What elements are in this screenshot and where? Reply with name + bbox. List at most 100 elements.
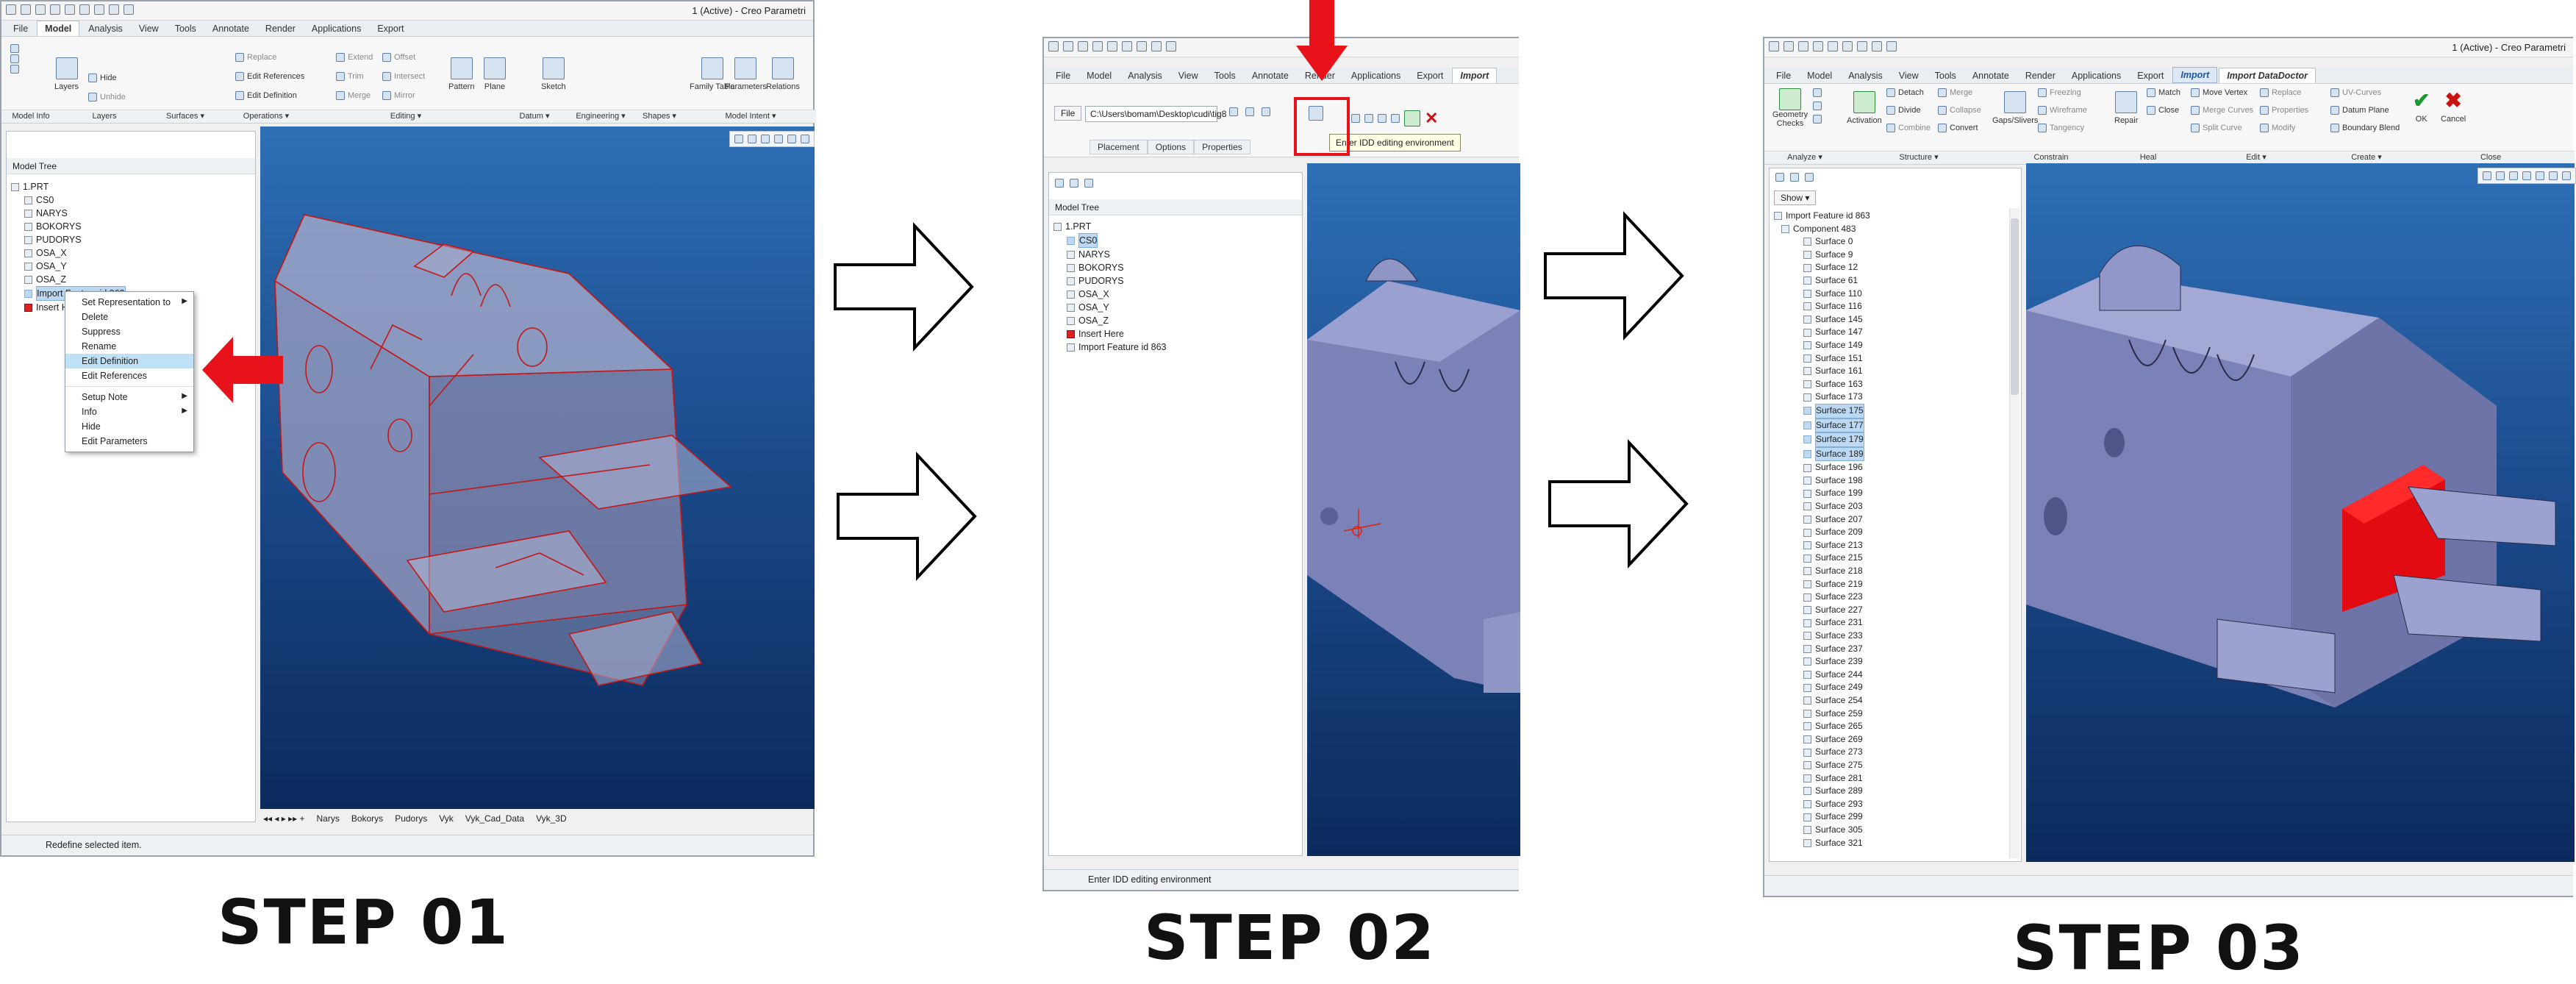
menu-edit-parameters[interactable]: Edit Parameters <box>82 436 148 446</box>
tree-item-surface[interactable]: Surface 199 <box>1774 487 2017 500</box>
tab-tools[interactable]: Tools <box>174 24 196 34</box>
tab-model[interactable]: Model <box>37 21 80 36</box>
display-style-icon[interactable] <box>801 135 809 143</box>
zoom-out-icon[interactable] <box>2496 171 2505 180</box>
properties-button[interactable]: Properties <box>2260 106 2308 115</box>
tree-item-insert-here[interactable]: Insert Here <box>1053 327 1298 341</box>
tab-render[interactable]: Render <box>2025 71 2056 81</box>
tree-columns-icon[interactable] <box>1805 173 1814 182</box>
edit-references-button[interactable]: Edit References <box>235 72 304 81</box>
tree-item-surface[interactable]: Surface 145 <box>1774 313 2017 327</box>
tree-item-surface[interactable]: Surface 179 <box>1774 432 2017 447</box>
tree-item[interactable]: CS0 <box>11 193 251 207</box>
intersect-button[interactable]: Intersect <box>382 72 425 81</box>
tab-view[interactable]: View <box>1898 71 1919 81</box>
cancel-button[interactable]: ✖Cancel <box>2441 90 2466 124</box>
tree-item[interactable]: BOKORYS <box>11 220 251 233</box>
match-button[interactable]: Match <box>2147 88 2180 97</box>
sketch-button[interactable]: Sketch <box>541 57 566 91</box>
tree-item[interactable]: PUDORYS <box>11 233 251 246</box>
show-button[interactable]: Show ▾ <box>1774 190 1817 205</box>
zoom-in-icon[interactable] <box>734 135 743 143</box>
layers-button[interactable]: Layers <box>54 57 79 91</box>
tree-item-surface[interactable]: Surface 9 <box>1774 249 2017 262</box>
file-button[interactable]: File <box>1054 106 1082 121</box>
tree-item-surface[interactable]: Surface 12 <box>1774 261 2017 274</box>
tree-item[interactable]: NARYS <box>11 207 251 220</box>
uv-curves-button[interactable]: UV-Curves <box>2330 88 2381 97</box>
tree-item-surface[interactable]: Surface 273 <box>1774 746 2017 759</box>
zoom-out-icon[interactable] <box>748 135 756 143</box>
orient-icon[interactable] <box>774 135 783 143</box>
convert-button[interactable]: Convert <box>1938 124 1978 132</box>
orient-icon[interactable] <box>2522 171 2531 180</box>
tab-import[interactable]: Import <box>1452 68 1498 83</box>
refit-icon[interactable] <box>2509 171 2518 180</box>
idd-button[interactable] <box>1309 106 1323 121</box>
tree-item-surface[interactable]: Surface 151 <box>1774 352 2017 366</box>
tree-item-surface[interactable]: Surface 237 <box>1774 643 2017 656</box>
geometry-checks-button[interactable]: Geometry Checks <box>1770 88 1810 128</box>
tree-item-surface[interactable]: Surface 244 <box>1774 669 2017 682</box>
tree-item-surface[interactable]: Surface 289 <box>1774 785 2017 798</box>
tab-file[interactable]: File <box>1056 71 1071 81</box>
sheet-tab[interactable]: Vyk_Cad_Data <box>465 813 525 824</box>
ok-button[interactable]: ✔OK <box>2413 90 2430 124</box>
comment-icon[interactable] <box>1245 107 1254 116</box>
tree-item[interactable]: 1.PRT <box>11 180 251 193</box>
activation-button[interactable]: Activation <box>1847 91 1882 125</box>
tree-item-surface[interactable]: Surface 227 <box>1774 604 2017 617</box>
group-datum[interactable]: Datum ▾ <box>501 110 568 123</box>
tree-item-surface[interactable]: Surface 259 <box>1774 707 2017 721</box>
gaps-slivers-button[interactable]: Gaps/Slivers <box>1992 91 2038 125</box>
info-icon[interactable] <box>10 65 19 74</box>
tree-item-surface[interactable]: Surface 233 <box>1774 630 2017 643</box>
trim-button[interactable]: Trim <box>336 72 364 81</box>
tree-item[interactable]: NARYS <box>1053 248 1298 261</box>
tangency-button[interactable]: Tangency <box>2038 124 2084 132</box>
tree-item-surface[interactable]: Surface 254 <box>1774 694 2017 707</box>
group-operations[interactable]: Operations ▾ <box>222 110 310 123</box>
tab-view[interactable]: View <box>1178 71 1198 81</box>
tree-item-surface[interactable]: Surface 215 <box>1774 552 2017 565</box>
offset-button[interactable]: Offset <box>382 53 415 62</box>
tree-item-surface[interactable]: Surface 198 <box>1774 474 2017 488</box>
checkmark-icon[interactable] <box>1404 110 1420 126</box>
tree-item-surface[interactable]: Surface 149 <box>1774 339 2017 352</box>
tree-item[interactable]: OSA_X <box>11 246 251 260</box>
tab-file[interactable]: File <box>1776 71 1792 81</box>
tree-item-surface[interactable]: Surface 161 <box>1774 365 2017 378</box>
plane-button[interactable]: Plane <box>484 57 506 91</box>
extend-button[interactable]: Extend <box>336 53 373 62</box>
repair-button[interactable]: Repair <box>2114 91 2138 125</box>
tree-item-surface[interactable]: Surface 163 <box>1774 378 2017 391</box>
tab-tools[interactable]: Tools <box>1214 71 1236 81</box>
tab-file[interactable]: File <box>13 24 29 34</box>
analyze-icon[interactable] <box>1813 115 1822 124</box>
tree-item-surface[interactable]: Surface 305 <box>1774 824 2017 837</box>
tree-item-surface[interactable]: Surface 219 <box>1774 578 2017 591</box>
tree-settings-icon[interactable] <box>1055 179 1064 188</box>
pencil-icon[interactable] <box>1262 107 1270 116</box>
tree-item-surface[interactable]: Surface 173 <box>1774 391 2017 404</box>
tree-item-surface[interactable]: Surface 321 <box>1774 837 2017 850</box>
replace-button[interactable]: Replace <box>2260 88 2301 97</box>
menu-info[interactable]: Info▶ <box>65 404 193 419</box>
tree-filter-icon[interactable] <box>1070 179 1078 188</box>
analyze-icon[interactable] <box>1813 101 1822 110</box>
tab-properties[interactable]: Properties <box>1194 140 1251 154</box>
tree-item[interactable]: OSA_Z <box>1053 314 1298 327</box>
tab-model[interactable]: Model <box>1807 71 1833 81</box>
merge-curves-button[interactable]: Merge Curves <box>2191 106 2253 115</box>
tree-item-surface[interactable]: Surface 207 <box>1774 513 2017 527</box>
datum-plane-button[interactable]: Datum Plane <box>2330 106 2389 115</box>
tree-item-surface[interactable]: Surface 213 <box>1774 539 2017 552</box>
tree-item-surface[interactable]: Surface 281 <box>1774 772 2017 785</box>
tree-item-surface[interactable]: Surface 61 <box>1774 274 2017 288</box>
tree-item-surface[interactable]: Surface 147 <box>1774 326 2017 339</box>
tree-item-component[interactable]: Component 483 <box>1774 223 2017 236</box>
tree-item[interactable]: CS0 <box>1053 233 1298 248</box>
menu-rename[interactable]: Rename <box>82 341 117 352</box>
pattern-button[interactable]: Pattern <box>448 57 474 91</box>
close-icon[interactable]: ✕ <box>1425 109 1439 127</box>
